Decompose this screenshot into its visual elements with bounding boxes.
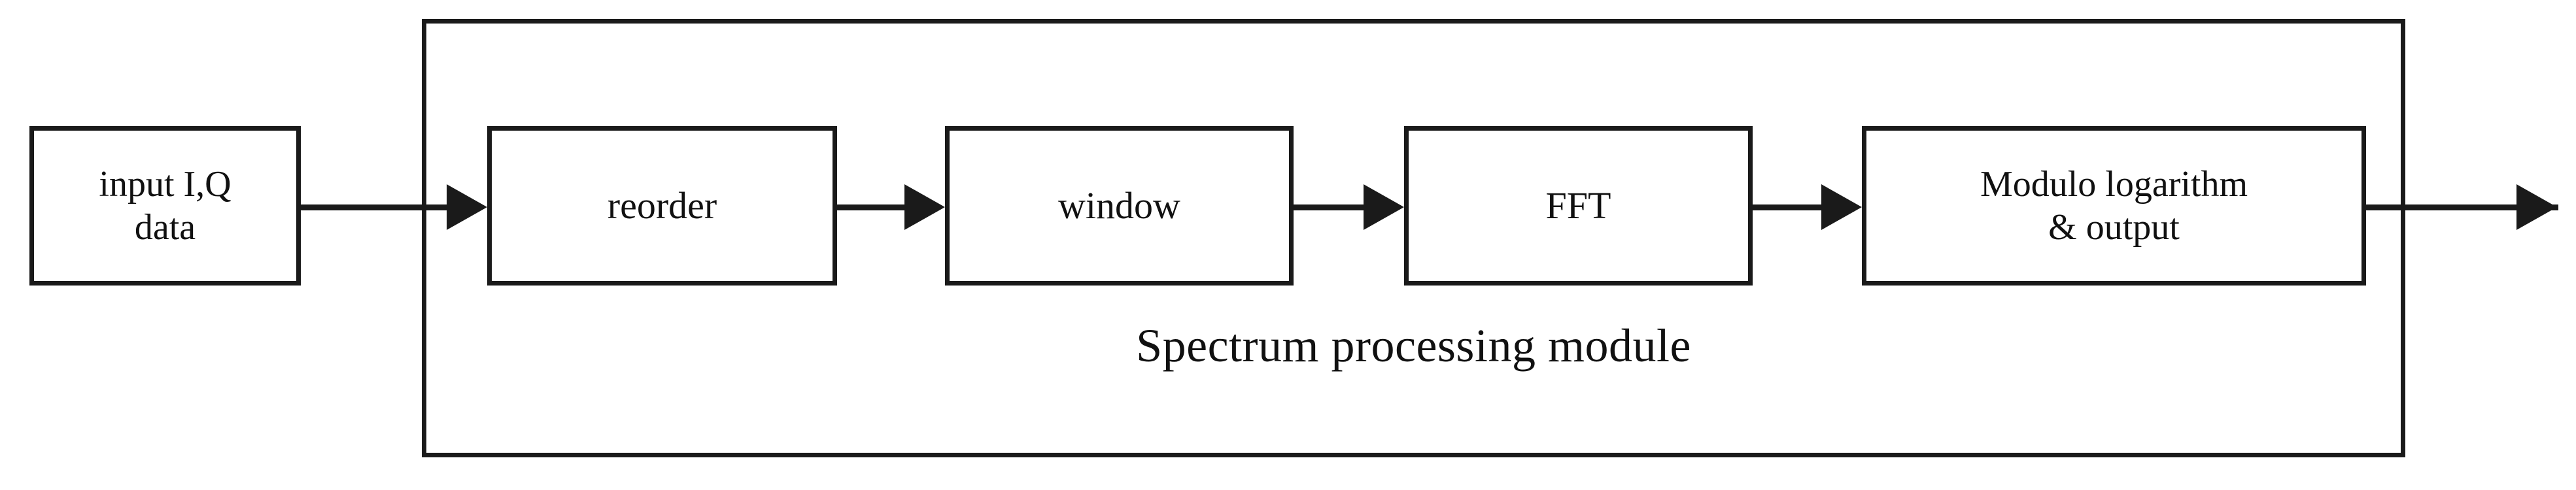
node-input-label-line1: input I,Q	[99, 163, 232, 204]
node-window[interactable]: window	[945, 126, 1294, 286]
node-reorder[interactable]: reorder	[487, 126, 837, 286]
arrow-head-fft-to-modulo-icon	[1821, 184, 1862, 230]
node-modulo-label: Modulo logarithm & output	[1980, 163, 2248, 249]
node-input-label-line2: data	[134, 207, 196, 248]
arrow-head-reorder-to-window-icon	[904, 184, 945, 230]
node-fft-label: FFT	[1545, 184, 1611, 227]
connector-window-to-fft	[1290, 204, 1364, 210]
node-modulo-logarithm-output[interactable]: Modulo logarithm & output	[1862, 126, 2366, 286]
connector-modulo-to-output	[2362, 204, 2558, 210]
node-window-label: window	[1058, 184, 1180, 227]
arrow-head-input-to-reorder-icon	[447, 184, 487, 230]
node-input-label: input I,Q data	[99, 163, 231, 249]
group-caption: Spectrum processing module	[1136, 319, 1691, 372]
arrow-head-window-to-fft-icon	[1364, 184, 1404, 230]
node-modulo-label-line2: & output	[2048, 207, 2180, 248]
node-input-iq-data[interactable]: input I,Q data	[29, 126, 301, 286]
node-modulo-label-line1: Modulo logarithm	[1980, 163, 2248, 204]
connector-fft-to-modulo	[1749, 204, 1822, 210]
connector-input-to-reorder	[298, 204, 455, 210]
arrow-head-output-icon	[2516, 184, 2557, 230]
spectrum-processing-module-group	[422, 19, 2405, 457]
node-fft[interactable]: FFT	[1404, 126, 1753, 286]
connector-reorder-to-window	[833, 204, 906, 210]
node-reorder-label: reorder	[607, 184, 717, 227]
